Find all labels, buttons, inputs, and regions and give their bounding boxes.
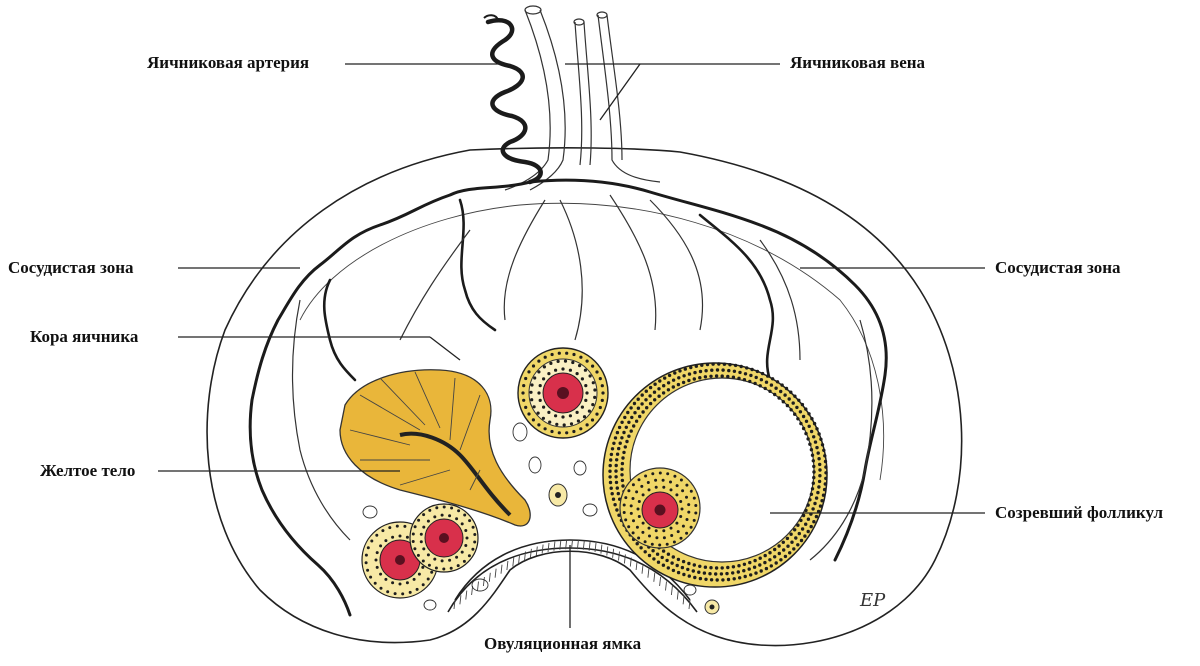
mature-follicle <box>602 362 828 588</box>
label-mature-follicle: Созревший фолликул <box>995 503 1164 522</box>
primordial-follicles <box>362 422 720 615</box>
artery-branch-inner-right <box>698 213 775 382</box>
artery-top-cap <box>483 14 499 21</box>
label-ovarian-vein: Яичниковая вена <box>790 53 926 72</box>
follicle-lower-left-b <box>409 503 479 573</box>
corpus-luteum <box>339 369 531 527</box>
medullary-vessels <box>291 194 873 561</box>
leader-lines <box>158 63 985 628</box>
label-ovarian-cortex: Кора яичника <box>30 327 139 346</box>
label-corpus-luteum: Желтое тело <box>40 461 136 480</box>
label-ovarian-artery: Яичниковая артерия <box>147 53 310 72</box>
artery-branch-inner-left <box>458 198 497 332</box>
artery-branch-left-lower <box>322 278 357 382</box>
artist-signature: EP <box>859 590 886 611</box>
label-vascular-zone-left: Сосудистая зона <box>8 258 134 277</box>
medulla-boundary <box>299 202 885 481</box>
ovary-outline <box>206 147 963 647</box>
follicle-center <box>517 347 609 439</box>
label-vascular-zone-right: Сосудистая зона <box>995 258 1121 277</box>
ovulation-fossa <box>447 539 698 613</box>
ovarian-artery <box>485 18 543 185</box>
label-ovulation-fossa: Овуляционная ямка <box>484 634 642 653</box>
artery-branch-left <box>248 180 532 617</box>
